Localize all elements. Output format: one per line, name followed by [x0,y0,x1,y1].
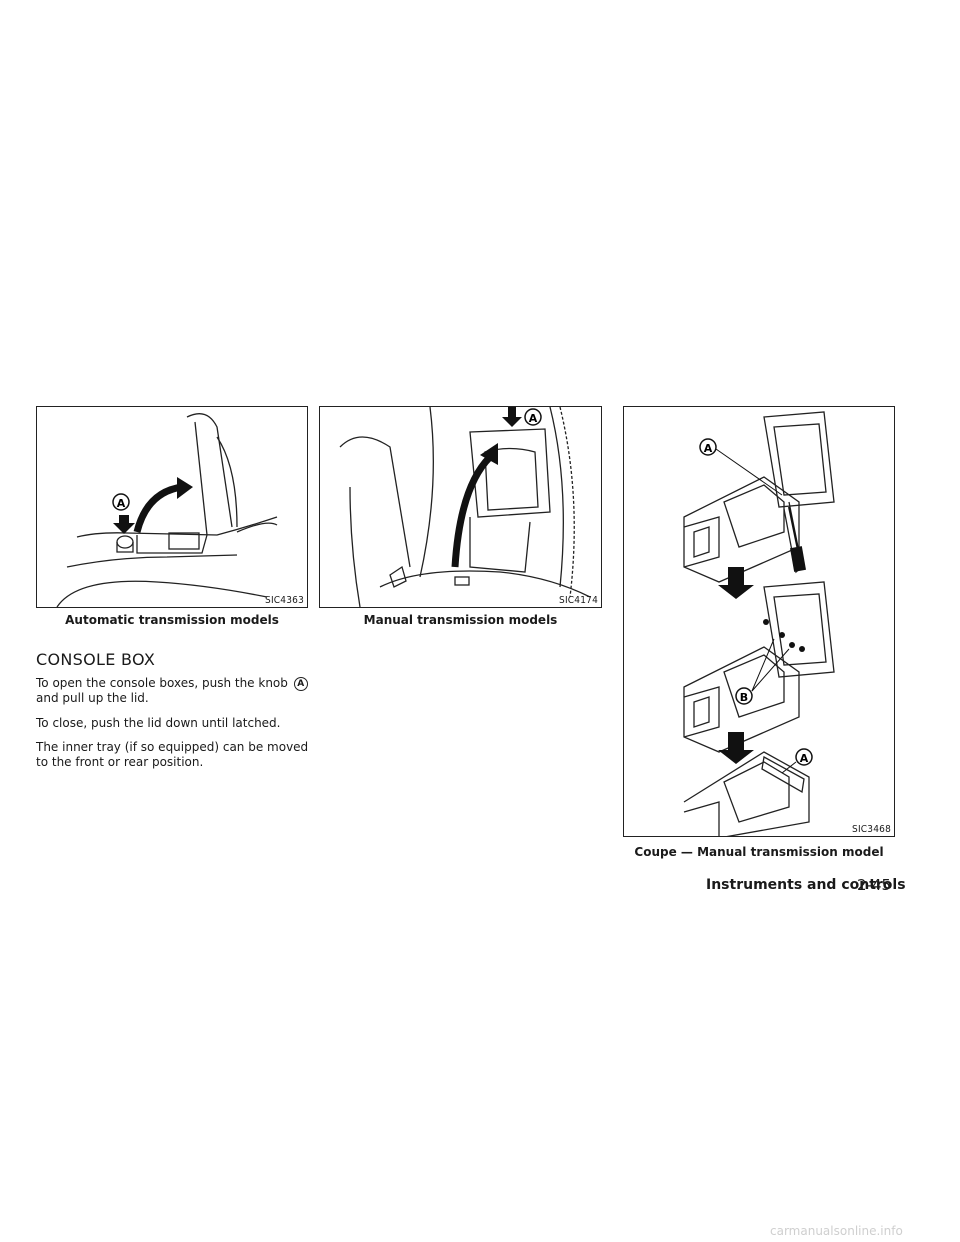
paragraph-text: To open the console boxes, push the knob [36,676,288,690]
figure-code: SIC4363 [265,595,304,606]
figure-manual-transmission: A SIC4174 [319,406,602,608]
watermark: carmanualsonline.info [770,1224,903,1238]
figure-caption: Automatic transmission models [65,613,279,627]
figure-code: SIC4174 [559,595,598,606]
callout-a-label: A [529,412,538,425]
figure-coupe-manual-transmission: A B A SIC3468 [623,406,895,837]
console-illustration-coupe: A B A [683,411,835,836]
figure-automatic-transmission: A SIC4363 [36,406,308,608]
callout-a-label: A [117,497,126,510]
section-heading: CONSOLE BOX [36,650,156,669]
paragraph-text: and pull up the lid. [36,691,149,705]
console-illustration-manual: A [339,407,591,607]
footer-section-name: Instruments and controls [706,877,906,893]
paragraph-inner-tray: The inner tray (if so equipped) can be m… [36,740,309,769]
paragraph-close-instructions: To close, push the lid down until latche… [36,716,281,730]
console-illustration-automatic: A [56,413,278,607]
figure-caption: Manual transmission models [363,613,558,627]
page-number: 2-45 [857,876,892,894]
callout-a-label: A [800,752,809,765]
callout-a-icon: A [293,677,308,691]
callout-b-label: B [740,691,748,704]
figure-code: SIC3468 [852,824,891,835]
paragraph-open-instructions: To open the console boxes, push the knob… [36,676,311,706]
figure-caption: Coupe — Manual transmission model [634,845,884,859]
callout-a-label: A [704,442,713,455]
